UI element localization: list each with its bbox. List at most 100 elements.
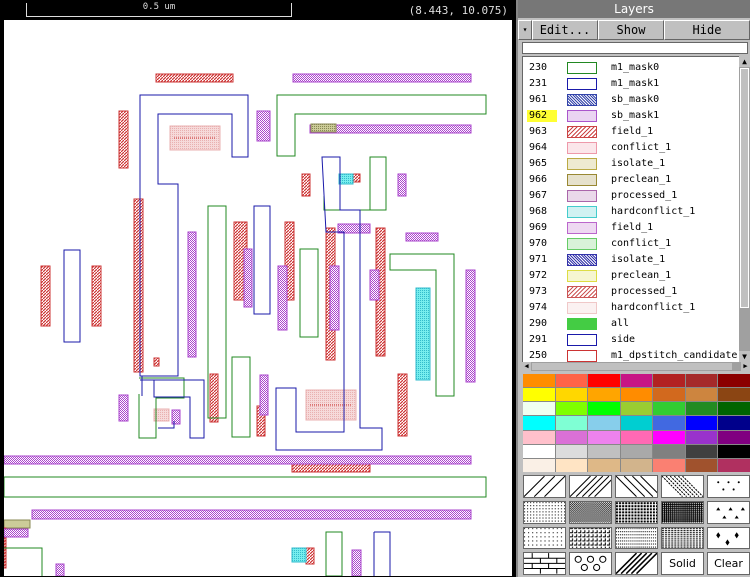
color-swatch[interactable] [620, 402, 653, 416]
color-swatch[interactable] [555, 444, 588, 458]
stipple-circles[interactable] [569, 552, 612, 575]
color-swatch[interactable] [620, 430, 653, 444]
stipple-brick[interactable] [523, 552, 566, 575]
stipple-checker-dense[interactable] [569, 500, 612, 524]
layer-filter-input[interactable] [522, 42, 748, 54]
color-swatch[interactable] [653, 444, 685, 458]
color-swatch[interactable] [685, 444, 718, 458]
color-swatch[interactable] [620, 416, 653, 430]
stipple-diamonds[interactable] [707, 526, 750, 550]
color-swatch[interactable] [653, 416, 685, 430]
layer-swatch[interactable] [567, 286, 597, 298]
color-swatch[interactable] [588, 416, 620, 430]
layer-swatch[interactable] [567, 222, 597, 234]
edit-button[interactable]: Edit... [532, 20, 598, 40]
color-swatch[interactable] [685, 458, 718, 472]
layer-swatch[interactable] [567, 254, 597, 266]
layout-drawing[interactable] [4, 20, 512, 576]
color-swatch[interactable] [588, 388, 620, 402]
color-swatch[interactable] [588, 402, 620, 416]
show-button[interactable]: Show [598, 20, 664, 40]
stipple-waves[interactable] [615, 552, 658, 575]
color-swatch[interactable] [718, 430, 750, 444]
hide-button[interactable]: Hide [664, 20, 750, 40]
color-swatch[interactable] [718, 388, 750, 402]
stipple-dots-fine[interactable] [523, 500, 566, 524]
stipple-grid-dots[interactable] [523, 526, 566, 550]
scroll-right-icon[interactable]: ▶ [741, 362, 750, 371]
color-swatch[interactable] [523, 444, 555, 458]
color-swatch[interactable] [718, 402, 750, 416]
layer-swatch[interactable] [567, 94, 597, 106]
color-swatch[interactable] [653, 458, 685, 472]
stipple-weave[interactable] [569, 526, 612, 550]
color-swatch[interactable] [555, 416, 588, 430]
color-swatch[interactable] [555, 388, 588, 402]
layer-swatch[interactable] [567, 318, 597, 330]
color-swatch[interactable] [555, 458, 588, 472]
color-swatch[interactable] [523, 374, 555, 388]
stipple-triangles[interactable] [707, 500, 750, 524]
color-swatch[interactable] [620, 374, 653, 388]
layer-swatch[interactable] [567, 78, 597, 90]
color-swatch[interactable] [555, 430, 588, 444]
color-swatch[interactable] [653, 430, 685, 444]
layer-swatch[interactable] [567, 206, 597, 218]
stipple-heavy[interactable] [661, 500, 704, 524]
color-swatch[interactable] [685, 416, 718, 430]
color-swatch[interactable] [685, 402, 718, 416]
color-swatch[interactable] [523, 430, 555, 444]
stipple-mesh[interactable] [661, 526, 704, 550]
scroll-up-icon[interactable]: ▲ [739, 56, 750, 67]
color-swatch[interactable] [653, 402, 685, 416]
color-swatch[interactable] [620, 388, 653, 402]
layout-canvas[interactable] [4, 20, 512, 576]
layer-swatch[interactable] [567, 190, 597, 202]
color-swatch[interactable] [523, 416, 555, 430]
scroll-down-icon[interactable]: ▼ [739, 351, 750, 362]
layer-swatch[interactable] [567, 334, 597, 346]
color-swatch[interactable] [718, 374, 750, 388]
layer-swatch[interactable] [567, 158, 597, 170]
color-swatch[interactable] [685, 388, 718, 402]
stipple-crosshatch[interactable] [615, 500, 658, 524]
layer-swatch[interactable] [567, 270, 597, 282]
stipple-diag-dense[interactable] [661, 475, 704, 498]
solid-fill-button[interactable]: Solid [661, 552, 704, 575]
scroll-thumb[interactable] [740, 68, 749, 308]
stipple-diag-sparse[interactable] [523, 475, 566, 498]
stipple-dots-sparse[interactable] [707, 475, 750, 498]
layer-list-vscrollbar[interactable]: ▲ ▼ [739, 56, 750, 362]
color-swatch[interactable] [588, 374, 620, 388]
color-swatch[interactable] [588, 430, 620, 444]
color-swatch[interactable] [555, 374, 588, 388]
menu-arrow-icon[interactable]: ▾ [518, 20, 532, 40]
color-swatch[interactable] [718, 458, 750, 472]
layer-swatch[interactable] [567, 142, 597, 154]
layer-swatch[interactable] [567, 238, 597, 250]
layer-swatch[interactable] [567, 126, 597, 138]
color-swatch[interactable] [523, 388, 555, 402]
scroll-left-icon[interactable]: ◀ [522, 362, 531, 371]
stipple-dense-dots[interactable] [615, 526, 658, 550]
color-swatch[interactable] [653, 388, 685, 402]
color-swatch[interactable] [523, 458, 555, 472]
stipple-diag-medium[interactable] [569, 475, 612, 498]
layer-swatch[interactable] [567, 302, 597, 314]
layer-swatch[interactable] [567, 174, 597, 186]
